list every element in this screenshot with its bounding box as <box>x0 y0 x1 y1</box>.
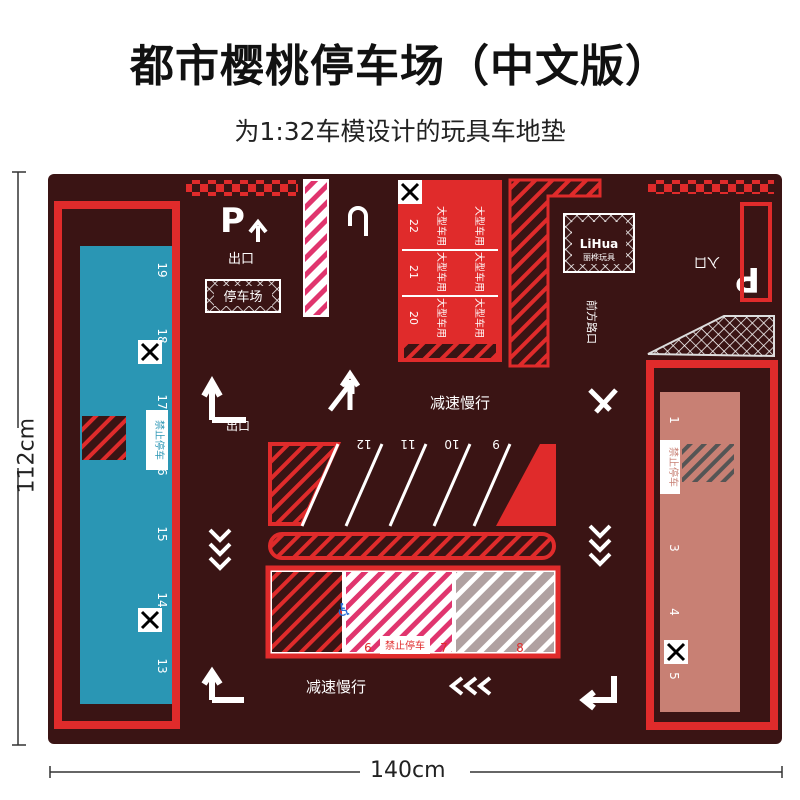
chevron-arrows-right-icon <box>588 524 612 567</box>
height-dimension-label: 112cm <box>14 417 40 494</box>
blue-spot-number: 18 <box>155 328 169 343</box>
lihua-logo: LiHua <box>580 237 618 251</box>
bottom-right-arrow-icon <box>579 676 617 711</box>
exit-p-sign: P 出口 <box>220 201 268 267</box>
parking-lot-label-box: 停车场 <box>205 279 281 313</box>
no-parking-blue: 禁止停车 <box>153 420 166 460</box>
bottom-spot-number: 8 <box>516 641 524 655</box>
slow-down-bottom: 减速慢行 <box>306 678 366 696</box>
no-parking-right: 禁止停车 <box>667 447 680 487</box>
bottom-spot-number: 7 <box>440 641 448 655</box>
pink-ramp <box>303 179 329 317</box>
parking-lot-label: 停车场 <box>223 289 262 305</box>
blue-spot-number: 13 <box>155 658 169 673</box>
diag-spot-number: 12 <box>356 437 371 451</box>
blue-spot-number: 17 <box>155 394 169 409</box>
chevron-arrows-left-icon <box>208 528 232 571</box>
blue-spot-number: 16 <box>155 460 169 475</box>
p-symbol-left: P <box>220 201 245 241</box>
right-spot-number: 1 <box>667 416 681 424</box>
blue-spot-number: 15 <box>155 526 169 541</box>
large-vehicle-label: 大型车用 <box>473 298 486 338</box>
blue-spot-number: 19 <box>155 262 169 277</box>
wheelchair-icon: ♿ <box>336 600 352 621</box>
left-turn-arrow-icon <box>201 375 246 423</box>
page-title: 都市樱桃停车场（中文版） <box>130 41 670 92</box>
diag-spot-number: 10 <box>444 437 459 451</box>
large-vehicle-label: 大型车用 <box>435 252 448 292</box>
large-vehicle-label: 大型车用 <box>435 298 448 338</box>
chevron-row-bottom-icon <box>448 676 492 696</box>
blue-parking-zone <box>54 201 180 729</box>
large-vehicle-label: 大型车用 <box>473 252 486 292</box>
right-spot-number: 4 <box>667 608 681 616</box>
top-spot-number: 22 <box>407 219 420 233</box>
x-mark-icon <box>138 340 688 664</box>
slow-down-top: 减速慢行 <box>430 394 490 412</box>
page-subtitle: 为1:32车模设计的玩具车地垫 <box>234 117 566 146</box>
large-vehicle-label: 大型车用 <box>435 206 448 246</box>
entry-border <box>740 202 772 302</box>
checker-band <box>186 180 298 196</box>
large-vehicle-zone <box>398 180 502 362</box>
exit-label-left: 出口 <box>226 419 250 433</box>
right-spot-number: 3 <box>667 544 681 552</box>
diag-spot-number: 11 <box>400 437 415 451</box>
brand-label: 丽桦玩具 <box>583 252 615 262</box>
mat-background <box>48 174 782 744</box>
exit-label: 出口 <box>228 252 254 267</box>
entry-p-sign: P 入口 <box>694 254 760 299</box>
hatched-road <box>508 178 602 368</box>
merge-arrow-icon <box>588 388 618 414</box>
entry-label: 入口 <box>694 254 720 269</box>
split-arrow-icon <box>328 369 361 412</box>
warning-label: 前方路口 <box>585 300 599 344</box>
lihua-logo-box: LiHua 丽桦玩具 <box>563 213 635 273</box>
blue-spot-number: 14 <box>155 592 169 607</box>
p-symbol-right: P <box>735 259 760 299</box>
dimension-height-line <box>12 171 26 746</box>
checker-band-right <box>648 180 774 194</box>
large-vehicle-label: 大型车用 <box>473 206 486 246</box>
u-turn-arrow-icon <box>348 206 368 236</box>
ramp-wedge <box>647 315 775 358</box>
width-dimension-label: 140cm <box>370 758 446 783</box>
diagonal-parking-zone <box>268 442 556 560</box>
bottom-spot-number: 6 <box>364 641 372 655</box>
right-spot-number: 5 <box>667 672 681 680</box>
diag-spot-number: 9 <box>492 437 500 451</box>
dimension-width-line <box>49 766 783 778</box>
bottom-left-arrow-icon <box>201 666 244 703</box>
no-parking-bottom: 禁止停车 <box>385 639 425 652</box>
top-spot-number: 21 <box>407 265 420 279</box>
right-spot-number: 2 <box>667 480 681 488</box>
bottom-parking-zone: ♿ <box>265 565 561 659</box>
top-spot-number: 20 <box>407 311 420 325</box>
